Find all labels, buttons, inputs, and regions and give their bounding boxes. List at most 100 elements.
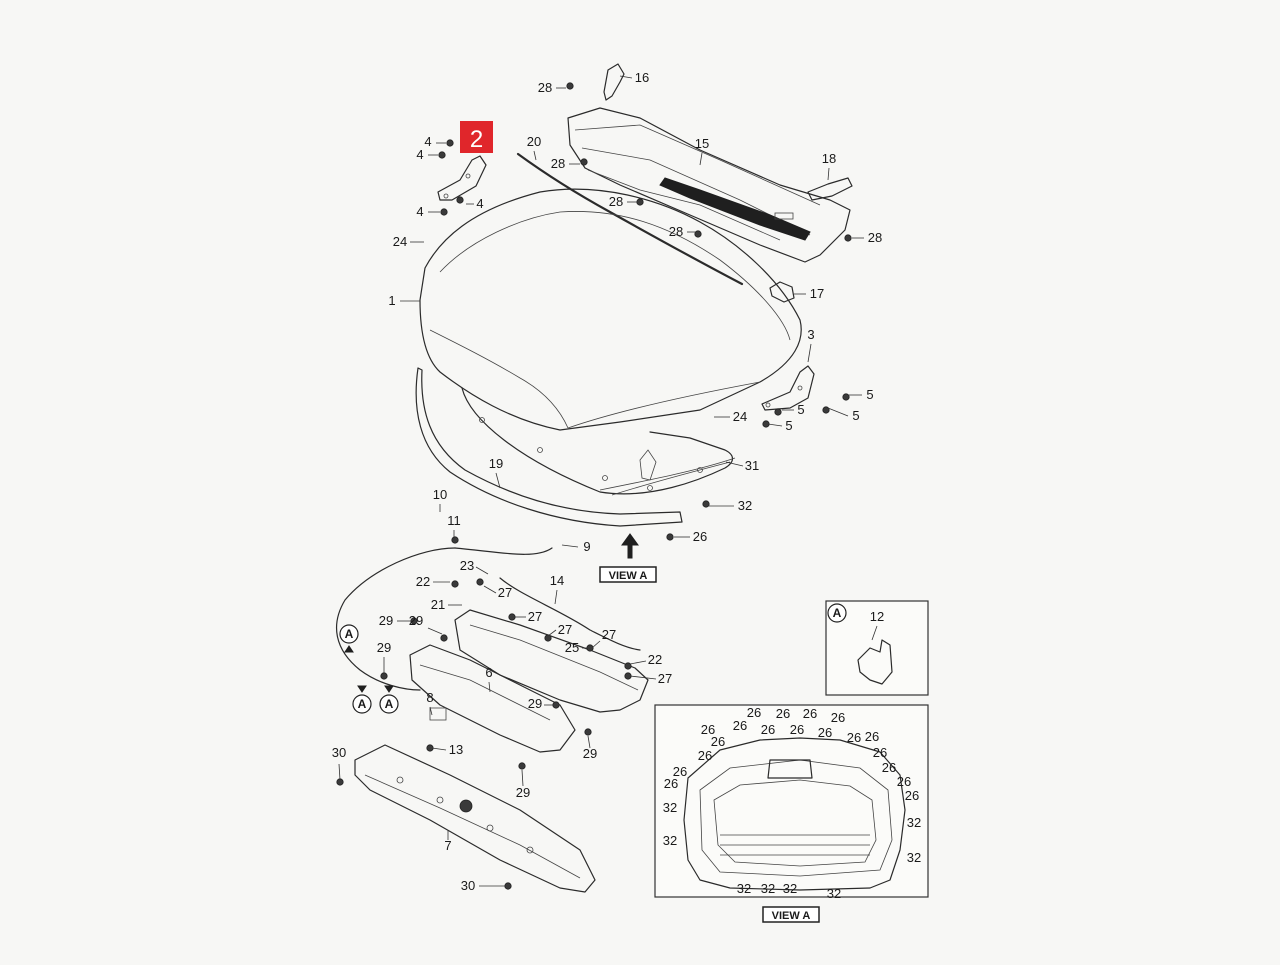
- view-a-callout: 26: [664, 776, 678, 791]
- fastener-c4b: [438, 151, 446, 159]
- view-a-label-top: VIEW A: [599, 566, 657, 583]
- leader-c29e: [587, 735, 591, 749]
- leader-c22b: [629, 660, 647, 665]
- callout-c22b: 22: [648, 652, 662, 667]
- view-a-callout: 26: [897, 774, 911, 789]
- callout-c30b: 30: [461, 878, 475, 893]
- leader-c19: [495, 472, 501, 489]
- view-a-callout: 26: [873, 745, 887, 760]
- view-a-text-bottom: VIEW A: [772, 910, 811, 922]
- lock-stay-6: [454, 609, 649, 713]
- callout-c4c: 4: [416, 204, 423, 219]
- view-a-callout: 26: [761, 722, 775, 737]
- callout-c4a: 4: [424, 134, 431, 149]
- view-a-callout: 26: [747, 705, 761, 720]
- release-cable-10: [336, 547, 641, 691]
- view-a-callout: 26: [882, 760, 896, 775]
- callout-c19: 19: [489, 456, 503, 471]
- callout-c27a: 27: [498, 585, 512, 600]
- callout-c27e: 27: [658, 671, 672, 686]
- callout-c12: 12: [870, 609, 884, 624]
- fastener-c5b: [774, 408, 782, 416]
- leader-c30a: [338, 763, 341, 781]
- view-a-callout: 26: [790, 722, 804, 737]
- callout-c28d: 28: [669, 224, 683, 239]
- callout-c21: 21: [431, 597, 445, 612]
- callout-c7: 7: [444, 838, 451, 853]
- view-a-detail-panel: [654, 704, 929, 898]
- view-a-callout: 26: [818, 725, 832, 740]
- detail-a-marker-text: A: [833, 606, 842, 620]
- fastener-c26a: [666, 533, 674, 541]
- callout-c27d: 27: [602, 627, 616, 642]
- callout-c5d: 5: [785, 418, 792, 433]
- leader-c8: [429, 706, 433, 716]
- callout-c24b: 24: [733, 409, 747, 424]
- callout-c30a: 30: [332, 745, 346, 760]
- fastener-c29f: [518, 762, 526, 770]
- callout-c29b: 29: [409, 613, 423, 628]
- leader-c20: [533, 150, 537, 161]
- highlight-badge: 2: [460, 121, 493, 153]
- fastener-c29b: [440, 634, 448, 642]
- leader-c27d: [591, 640, 601, 649]
- leader-c14: [554, 589, 558, 605]
- fastener-c4c: [440, 208, 448, 216]
- fastener-c22a: [451, 580, 459, 588]
- callout-c25: 25: [565, 640, 579, 655]
- leader-c16: [619, 75, 633, 79]
- detail-a-marker: A: [827, 603, 847, 623]
- leader-c3: [807, 343, 812, 363]
- leader-c18: [827, 167, 830, 181]
- leader-c27e: [629, 675, 657, 680]
- callout-c17: 17: [810, 286, 824, 301]
- callout-c26a: 26: [693, 529, 707, 544]
- hood-insulator-31: [599, 457, 736, 491]
- cable-a-marker-1: A: [339, 624, 359, 644]
- callout-c14: 14: [550, 573, 564, 588]
- view-a-callout: 26: [776, 706, 790, 721]
- arrow-up-2: [384, 685, 394, 693]
- callout-c29d: 29: [528, 696, 542, 711]
- callout-c31: 31: [745, 458, 759, 473]
- leader-lines: [338, 75, 878, 887]
- view-a-callout: 26: [701, 722, 715, 737]
- view-a-callout: 26: [847, 730, 861, 745]
- leader-c5d: [767, 423, 783, 427]
- callout-c24a: 24: [393, 234, 407, 249]
- fastener-c27c: [544, 634, 552, 642]
- view-a-callout: 32: [761, 881, 775, 896]
- fastener-c29e: [584, 728, 592, 736]
- callout-c5b: 5: [797, 402, 804, 417]
- leader-c29b: [427, 627, 443, 635]
- hinge-right-3: [761, 365, 815, 411]
- detail-a-panel: [825, 600, 929, 696]
- leader-c27c: [547, 629, 557, 637]
- leader-c27a: [483, 585, 497, 594]
- highlight-badge-text: 2: [470, 126, 483, 153]
- fastener-c28e: [844, 234, 852, 242]
- bracket-16: [603, 63, 625, 101]
- view-a-callout: 32: [783, 881, 797, 896]
- callout-c29c: 29: [377, 640, 391, 655]
- leader-c13: [431, 747, 447, 751]
- view-a-callout: 26: [865, 729, 879, 744]
- callout-c6: 6: [485, 665, 492, 680]
- hood-latch-8: [409, 644, 576, 753]
- fastener-c5a: [842, 393, 850, 401]
- callout-c28b: 28: [551, 156, 565, 171]
- hood-seal-20: [516, 152, 744, 286]
- fastener-c5c: [822, 406, 830, 414]
- callout-c27b: 27: [528, 609, 542, 624]
- fastener-c28b: [580, 158, 588, 166]
- callout-c29e: 29: [583, 746, 597, 761]
- view-a-callout: 26: [673, 764, 687, 779]
- leader-c31: [725, 461, 744, 467]
- leader-c23: [475, 566, 489, 575]
- fastener-c27a: [476, 578, 484, 586]
- view-a-text-top: VIEW A: [609, 570, 648, 582]
- view-a-callout: 26: [698, 748, 712, 763]
